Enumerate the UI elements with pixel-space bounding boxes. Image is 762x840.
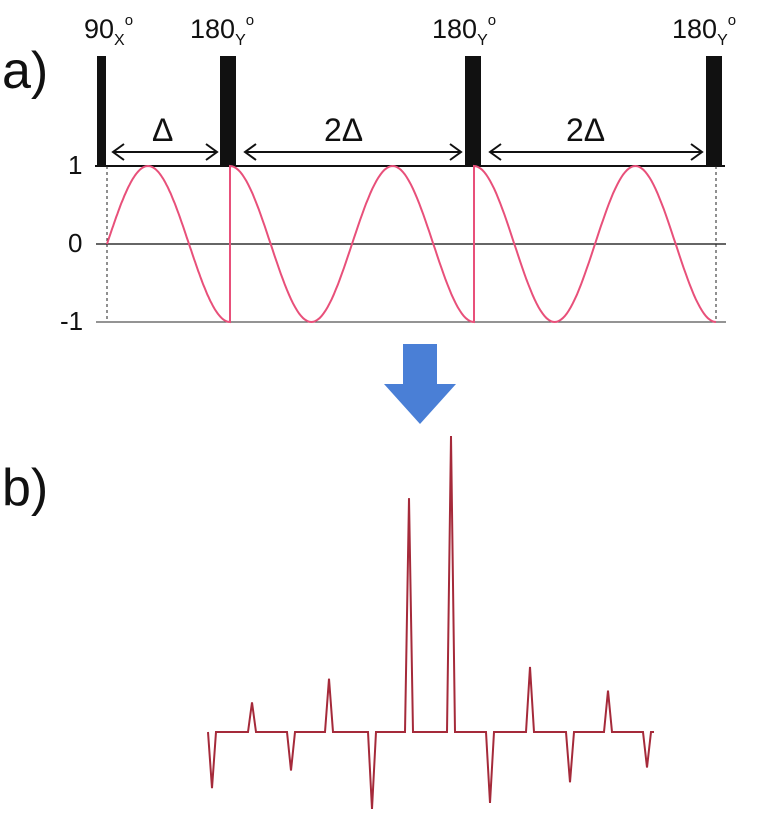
- pulse-180y-1: [220, 56, 236, 166]
- signal-curve: [106, 164, 717, 324]
- pulse-180y-3: [706, 56, 722, 166]
- delay-arrow-3: [488, 143, 704, 161]
- pulse-label-3: 180Yo: [432, 12, 496, 49]
- delay-arrow-2: [243, 143, 463, 161]
- pulse-180y-2: [465, 56, 481, 166]
- pulse-90x: [97, 56, 106, 166]
- panel-a-label: a): [2, 42, 48, 100]
- pulse-label-2: 180Yo: [190, 12, 254, 49]
- pulse-label-4: 180Yo: [672, 12, 736, 49]
- down-arrow-icon: [384, 344, 456, 424]
- pulse-label-1: 90Xo: [84, 12, 133, 49]
- panel-b-label: b): [2, 459, 48, 517]
- y-tick-minus1: -1: [60, 306, 83, 336]
- spectrum-curve: [207, 435, 654, 810]
- delay-label-2: 2Δ: [324, 112, 363, 148]
- delay-label-1: Δ: [152, 112, 173, 148]
- y-tick-1: 1: [68, 150, 82, 180]
- delay-arrow-1: [111, 143, 219, 161]
- delay-label-3: 2Δ: [566, 112, 605, 148]
- y-tick-0: 0: [68, 228, 82, 258]
